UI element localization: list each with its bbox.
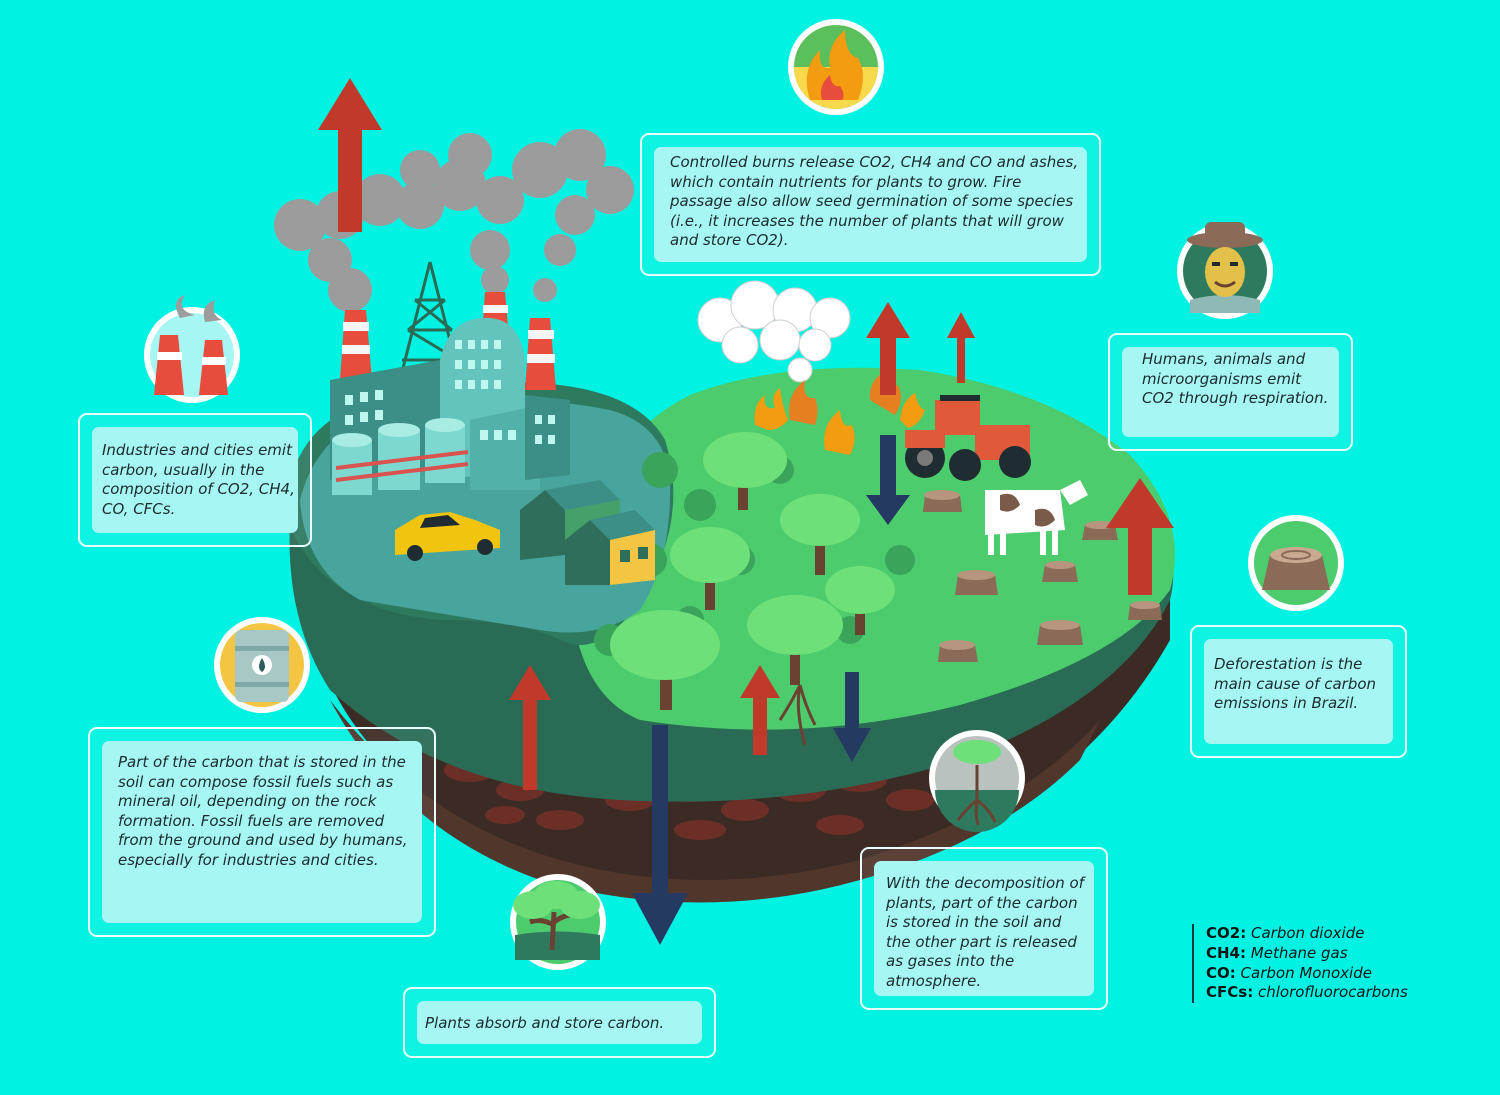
callout-fossil-text: Part of the carbon that is stored in the…: [118, 753, 408, 869]
cow: [985, 480, 1088, 555]
fires: [754, 372, 925, 455]
farmer-icon: [1177, 222, 1273, 319]
callout-deforestation-text: Deforestation is the main cause of carbo…: [1214, 655, 1377, 713]
legend-row: CO: Carbon Monoxide: [1206, 963, 1372, 982]
arrow-up-industry: [318, 78, 382, 232]
callout-industry-text: Industries and cities emit carbon, usual…: [102, 441, 295, 518]
trees: [610, 432, 895, 746]
tree-stump-icon: [1248, 515, 1344, 611]
callout-plants: Plants absorb and store carbon.: [403, 987, 716, 1058]
arrow-up-decomposition: [740, 665, 780, 755]
arrow-down-plants: [632, 725, 688, 945]
emission-arrows: [318, 78, 1174, 790]
callout-industry: Industries and cities emit carbon, usual…: [78, 413, 312, 547]
callout-fossil: Part of the carbon that is stored in the…: [88, 727, 436, 937]
stumps: [923, 490, 1162, 662]
arrow-up-soil: [509, 665, 551, 790]
oil-barrel-icon: [214, 617, 310, 713]
houses: [520, 480, 655, 585]
callout-plants-text: Plants absorb and store carbon.: [425, 1014, 665, 1032]
legend-row: CH4: Methane gas: [1206, 943, 1348, 962]
factory-complex: [274, 129, 655, 585]
callout-burns-text: Controlled burns release CO2, CH4 and CO…: [670, 153, 1079, 250]
arrow-down-roots: [833, 672, 871, 762]
callout-deforestation: Deforestation is the main cause of carbo…: [1190, 625, 1407, 758]
legend-row: CO2: Carbon dioxide: [1206, 924, 1365, 942]
arrow-up-tractor: [947, 312, 975, 383]
absorption-arrows: [632, 435, 910, 945]
taxi-car: [395, 512, 500, 561]
arrow-up-fire: [866, 302, 910, 395]
tree-roots-icon: [929, 730, 1025, 832]
abbreviation-legend: CO2: Carbon dioxide CH4: Methane gas CO:…: [1192, 924, 1408, 1004]
callout-decomposition: With the decomposition of plants, part o…: [860, 847, 1108, 1010]
fire-icon: [788, 19, 884, 115]
arrow-down-tractor: [866, 435, 910, 525]
callout-decomposition-text: With the decomposition of plants, part o…: [886, 874, 1084, 990]
callout-respiration: Humans, animals and microorganisms emit …: [1108, 333, 1353, 451]
tractor: [905, 395, 1031, 481]
storage-tanks: [332, 418, 469, 495]
arrow-up-deforestation: [1106, 478, 1174, 595]
tree-icon: [510, 874, 606, 970]
callout-respiration-text: Humans, animals and microorganisms emit …: [1142, 350, 1329, 408]
radio-tower: [398, 261, 462, 381]
chimney-icon: [144, 295, 240, 403]
smoke: [274, 129, 634, 312]
callout-burns: Controlled burns release CO2, CH4 and CO…: [640, 133, 1101, 276]
white-smoke: [697, 280, 851, 383]
legend-row: CFCs: chlorofluorocarbons: [1206, 983, 1408, 1002]
